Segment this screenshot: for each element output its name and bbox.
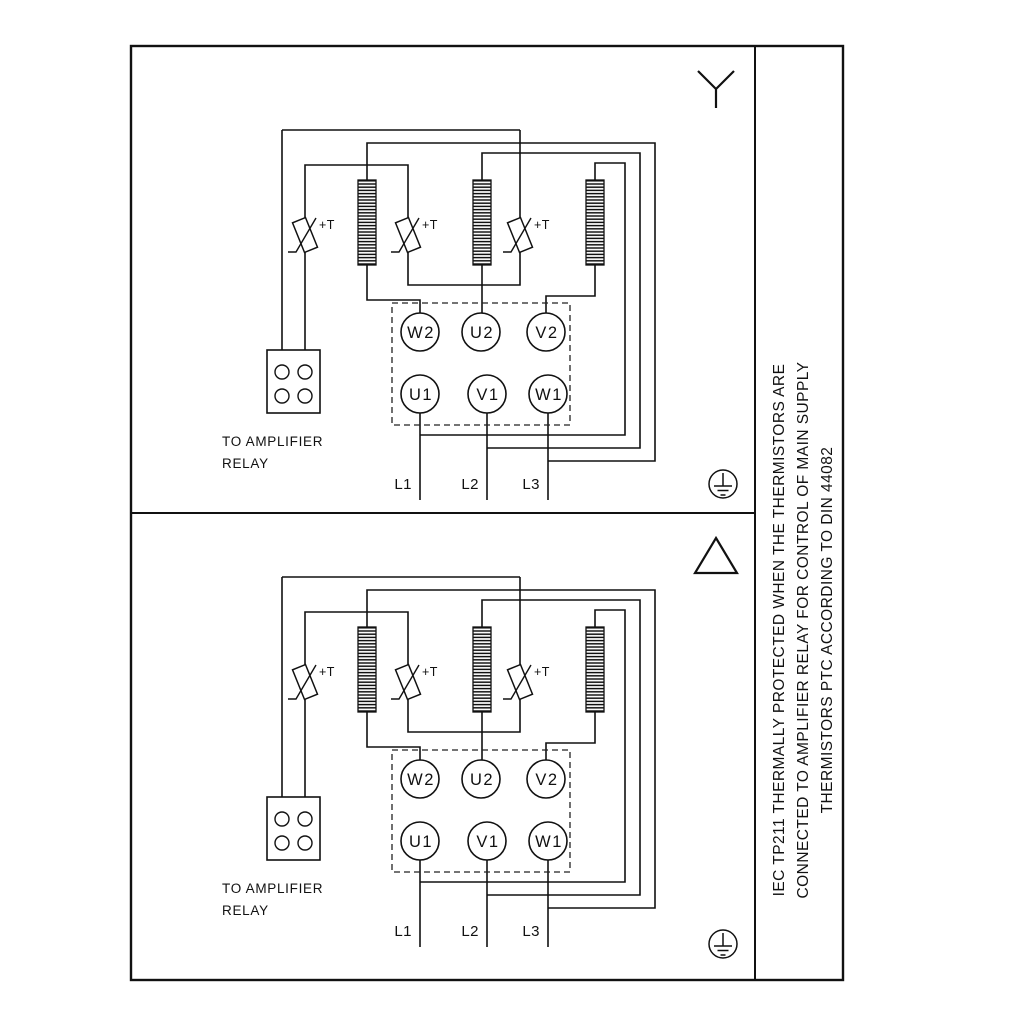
terminal-w2 (400, 312, 440, 352)
winding-coil (472, 179, 492, 266)
ground-icon (708, 929, 738, 959)
terminal-label: W1 (535, 386, 563, 404)
motor-windings (357, 179, 605, 266)
terminal-label: W2 (407, 324, 435, 342)
frame (129, 44, 845, 982)
terminal-label: V2 (535, 324, 558, 342)
supply-label-l1: L1 (394, 476, 412, 493)
terminal-label: V1 (476, 386, 499, 404)
terminal-labels: W2 U2 V2 U1 V1 W1 (407, 324, 563, 404)
terminal-u1 (400, 821, 440, 861)
terminals (400, 312, 568, 414)
terminal-w1 (528, 821, 568, 861)
relay-terminal (274, 811, 290, 827)
supply-label-l3: L3 (522, 923, 540, 940)
terminal-u2 (461, 312, 501, 352)
winding-coil (472, 626, 492, 713)
thermistor-label: +T (534, 218, 550, 232)
sidebar-note-line: THERMISTORS PTC ACCORDING TO DIN 44082 (819, 447, 836, 814)
winding-coil (357, 626, 377, 713)
thermistor-icon: +T (503, 216, 550, 254)
panel-star: +T +T +T W2 U2 (222, 129, 738, 500)
thermistor-label: +T (422, 218, 438, 232)
relay-terminal (274, 388, 290, 404)
terminals (400, 759, 568, 861)
wiring-lines (281, 576, 656, 947)
terminal-label: U1 (409, 386, 433, 404)
sidebar-note-line: IEC TP211 THERMALLY PROTECTED WHEN THE T… (771, 364, 788, 897)
winding-coil (585, 626, 605, 713)
sidebar-note: IEC TP211 THERMALLY PROTECTED WHEN THE T… (771, 362, 836, 899)
star-icon (697, 70, 735, 108)
wiring-lines (281, 129, 656, 500)
terminal-label: U2 (470, 771, 494, 789)
terminal-label: W2 (407, 771, 435, 789)
terminal-label: V2 (535, 771, 558, 789)
terminal-v1 (467, 821, 507, 861)
thermistor-icon: +T (288, 216, 335, 254)
relay-caption-line2: RELAY (222, 903, 269, 918)
thermistor-icon: +T (503, 663, 550, 701)
relay-box (266, 349, 321, 414)
supply-label-l2: L2 (461, 476, 479, 493)
relay-terminal (274, 835, 290, 851)
thermistor-label: +T (422, 665, 438, 679)
relay-terminal (297, 388, 313, 404)
terminal-v2 (526, 312, 566, 352)
terminal-w1 (528, 374, 568, 414)
terminal-v2 (526, 759, 566, 799)
thermistor-label: +T (319, 218, 335, 232)
terminal-label: U1 (409, 833, 433, 851)
relay-caption-line1: TO AMPLIFIER (222, 434, 323, 449)
terminal-v1 (467, 374, 507, 414)
relay-terminal (297, 835, 313, 851)
thermistor-icon: +T (391, 216, 438, 254)
sidebar-note-line: CONNECTED TO AMPLIFIER RELAY FOR CONTROL… (795, 362, 812, 899)
relay-box (266, 796, 321, 861)
terminal-labels: W2 U2 V2 U1 V1 W1 (407, 771, 563, 851)
motor-windings (357, 626, 605, 713)
relay-terminal (297, 364, 313, 380)
relay-caption-line2: RELAY (222, 456, 269, 471)
relay-caption-line1: TO AMPLIFIER (222, 881, 323, 896)
terminal-label: W1 (535, 833, 563, 851)
terminal-label: V1 (476, 833, 499, 851)
relay-terminal (297, 811, 313, 827)
supply-label-l1: L1 (394, 923, 412, 940)
terminal-label: U2 (470, 324, 494, 342)
supply-label-l3: L3 (522, 476, 540, 493)
thermistor-icon: +T (391, 663, 438, 701)
terminal-u1 (400, 374, 440, 414)
panel-delta: +T +T +T W2 U2 V2 (222, 576, 738, 959)
ground-icon (708, 469, 738, 499)
thermistor-label: +T (319, 665, 335, 679)
winding-coil (357, 179, 377, 266)
thermistor-icon: +T (288, 663, 335, 701)
thermistor-label: +T (534, 665, 550, 679)
supply-label-l2: L2 (461, 923, 479, 940)
delta-icon (693, 535, 739, 575)
winding-coil (585, 179, 605, 266)
terminal-u2 (461, 759, 501, 799)
terminal-w2 (400, 759, 440, 799)
relay-terminal (274, 364, 290, 380)
